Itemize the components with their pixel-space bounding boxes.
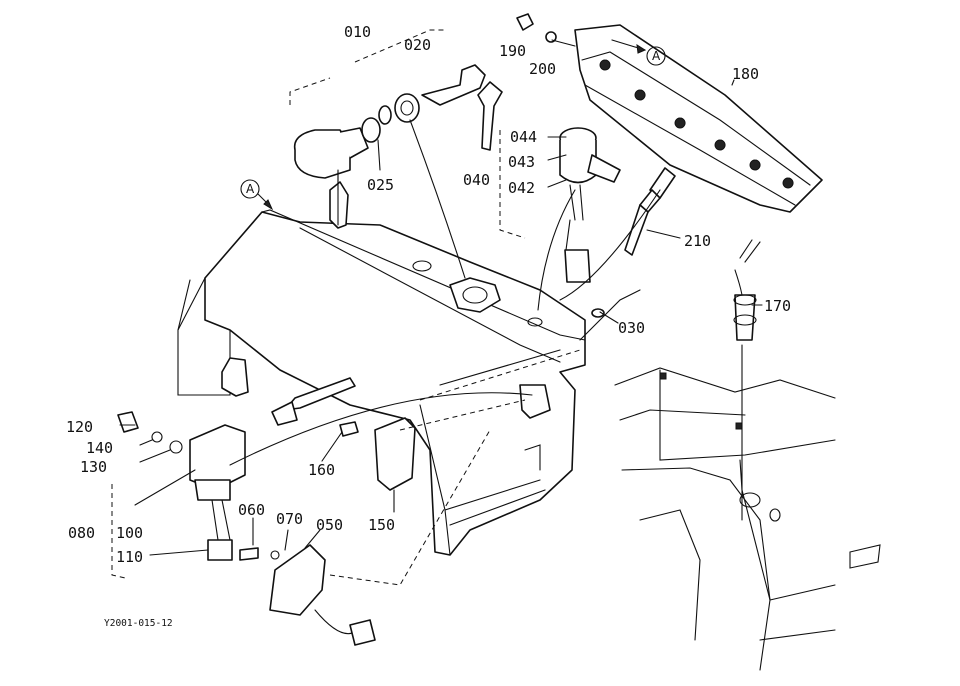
label-040: 040 <box>463 171 490 189</box>
label-190: 190 <box>499 42 526 60</box>
label-150: 150 <box>368 516 395 534</box>
label-042: 042 <box>508 179 535 197</box>
label-025: 025 <box>367 176 394 194</box>
label-020: 020 <box>404 36 431 54</box>
label-060: 060 <box>238 501 265 519</box>
meter-cable <box>624 167 676 256</box>
label-170: 170 <box>764 297 791 315</box>
drawing-code: Y2001-015-12 <box>104 618 173 629</box>
screw-190 <box>516 13 534 31</box>
safety-switch <box>733 239 761 521</box>
tractor-frame <box>614 367 881 671</box>
dashboard-panel <box>177 209 586 556</box>
reference-marker-a-top: A <box>611 39 666 66</box>
label-100: 100 <box>116 524 143 542</box>
leader-lines <box>111 29 661 586</box>
grommet-030 <box>591 308 605 318</box>
key-switch <box>293 64 503 229</box>
label-080: 080 <box>68 524 95 542</box>
label-070: 070 <box>276 510 303 528</box>
label-210: 210 <box>684 232 711 250</box>
label-200: 200 <box>529 60 556 78</box>
label-140: 140 <box>86 439 113 457</box>
label-180: 180 <box>732 65 759 83</box>
hour-meter <box>574 24 823 213</box>
flasher-relay <box>239 377 416 646</box>
label-110: 110 <box>116 548 143 566</box>
label-010: 010 <box>344 23 371 41</box>
label-030: 030 <box>618 319 645 337</box>
marker-a-label-top: A <box>652 49 661 63</box>
washer-200 <box>545 31 557 43</box>
part-labels: 010 020 025 030 040 042 043 044 050 060 … <box>66 23 791 566</box>
starter-switch <box>559 127 621 283</box>
label-160: 160 <box>308 461 335 479</box>
label-130: 130 <box>80 458 107 476</box>
label-120: 120 <box>66 418 93 436</box>
label-044: 044 <box>510 128 537 146</box>
label-leaders <box>119 79 763 556</box>
label-043: 043 <box>508 153 535 171</box>
relay-harness <box>117 411 246 561</box>
label-050: 050 <box>316 516 343 534</box>
reference-marker-a-left: A <box>240 179 274 211</box>
marker-a-label-left: A <box>246 182 255 196</box>
